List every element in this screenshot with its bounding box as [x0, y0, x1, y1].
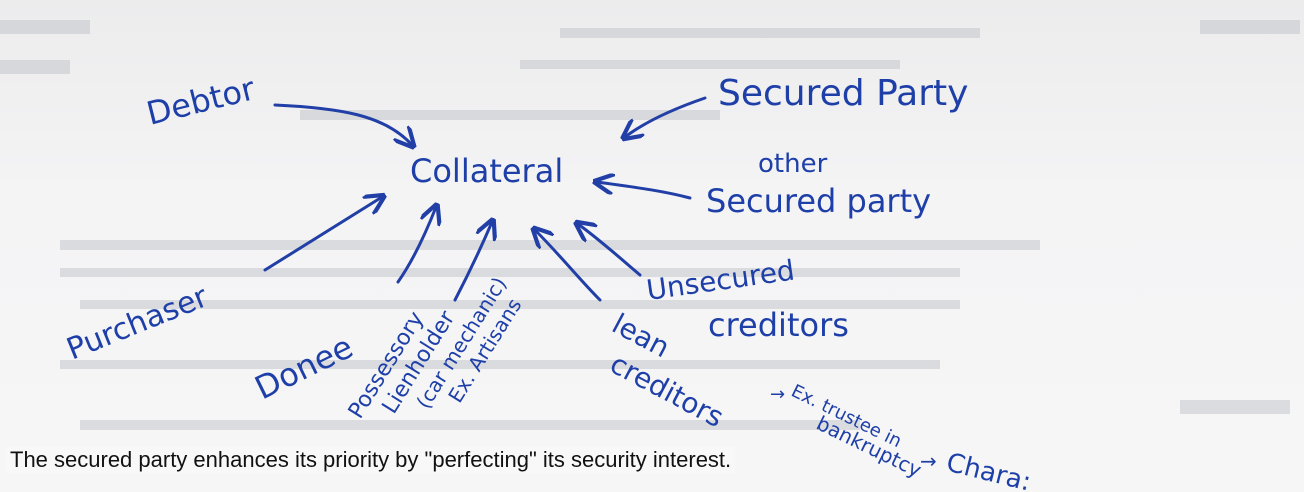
unsecured-arrow — [578, 224, 642, 277]
possessory-arrow — [453, 222, 492, 302]
secured-party-arrow — [625, 96, 707, 137]
other-secured-party-arrow — [597, 182, 692, 200]
unsecured-label-2: creditors — [708, 306, 849, 344]
chara-label: Chara: — [943, 448, 1034, 492]
purchaser-arrow — [263, 197, 382, 272]
other-secured-party-label-2: Secured party — [706, 182, 931, 220]
debtor-label: Debtor — [143, 69, 260, 133]
unsecured-label-1: Unsecured — [644, 254, 796, 307]
secured-party-label: Secured Party — [718, 73, 968, 114]
caption-text: The secured party enhances its priority … — [6, 447, 736, 473]
donee-label: Donee — [249, 328, 359, 408]
donee-arrow — [396, 207, 436, 284]
lien-creditors-arrow — [535, 230, 602, 302]
collateral-label: Collateral — [410, 152, 563, 190]
possessory-lienholder-group: Possessory Lienholder (car mechanic) Ex.… — [344, 273, 526, 424]
debtor-arrow — [273, 103, 412, 145]
other-secured-party-label-1: other — [758, 149, 828, 179]
purchaser-label: Purchaser — [62, 279, 213, 367]
trustee-arrow-glyph: → — [770, 384, 785, 405]
chara-arrow-glyph: → — [920, 449, 937, 473]
